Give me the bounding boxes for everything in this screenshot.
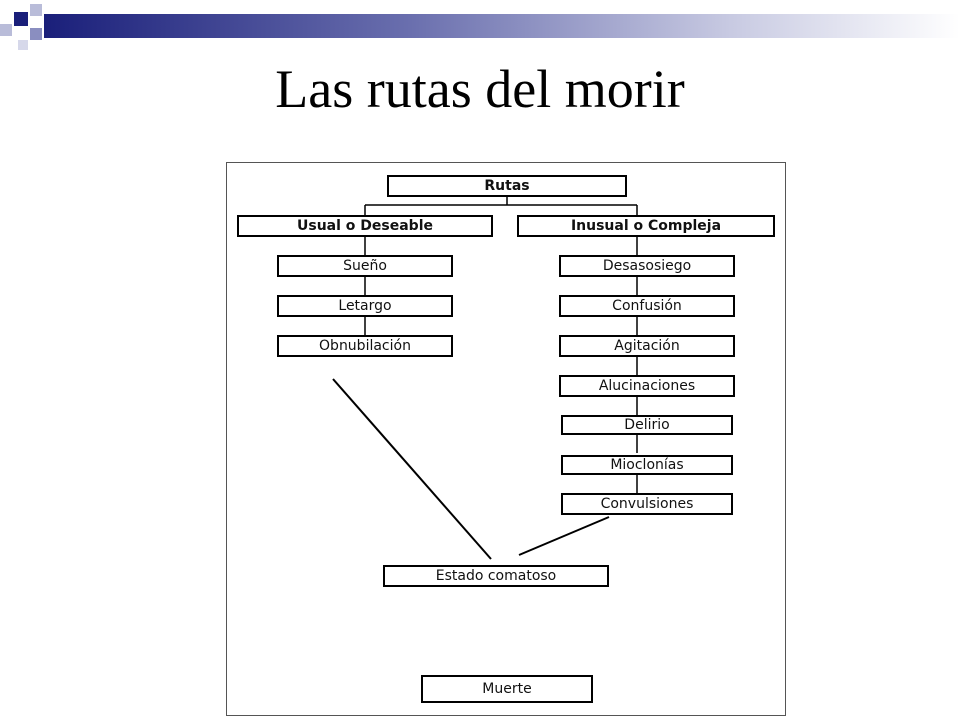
node-step-usual: Obnubilación: [277, 335, 453, 357]
header-gradient-bar: [44, 14, 960, 38]
connector-inusual-to-coma: [518, 516, 610, 556]
header-decoration: [0, 0, 960, 60]
node-muerte: Muerte: [421, 675, 593, 703]
flow-diagram: Rutas Usual o Deseable Inusual o Complej…: [226, 162, 786, 716]
node-branch-inusual: Inusual o Compleja: [517, 215, 775, 237]
node-step-inusual: Convulsiones: [561, 493, 733, 515]
node-step-usual: Sueño: [277, 255, 453, 277]
slide-title: Las rutas del morir: [275, 59, 685, 119]
node-step-inusual: Mioclonías: [561, 455, 733, 475]
connector-usual-to-coma: [332, 378, 492, 560]
node-estado-comatoso: Estado comatoso: [383, 565, 609, 587]
decor-square: [14, 12, 28, 26]
node-branch-usual: Usual o Deseable: [237, 215, 493, 237]
node-step-inusual: Confusión: [559, 295, 735, 317]
node-step-inusual: Desasosiego: [559, 255, 735, 277]
decor-square: [30, 28, 42, 40]
node-step-inusual: Agitación: [559, 335, 735, 357]
node-step-usual: Letargo: [277, 295, 453, 317]
decor-square: [18, 40, 28, 50]
connector-lines: [332, 195, 638, 560]
node-root: Rutas: [387, 175, 627, 197]
node-step-inusual: Alucinaciones: [559, 375, 735, 397]
node-step-inusual: Delirio: [561, 415, 733, 435]
decor-square: [30, 4, 42, 16]
decor-square: [0, 24, 12, 36]
